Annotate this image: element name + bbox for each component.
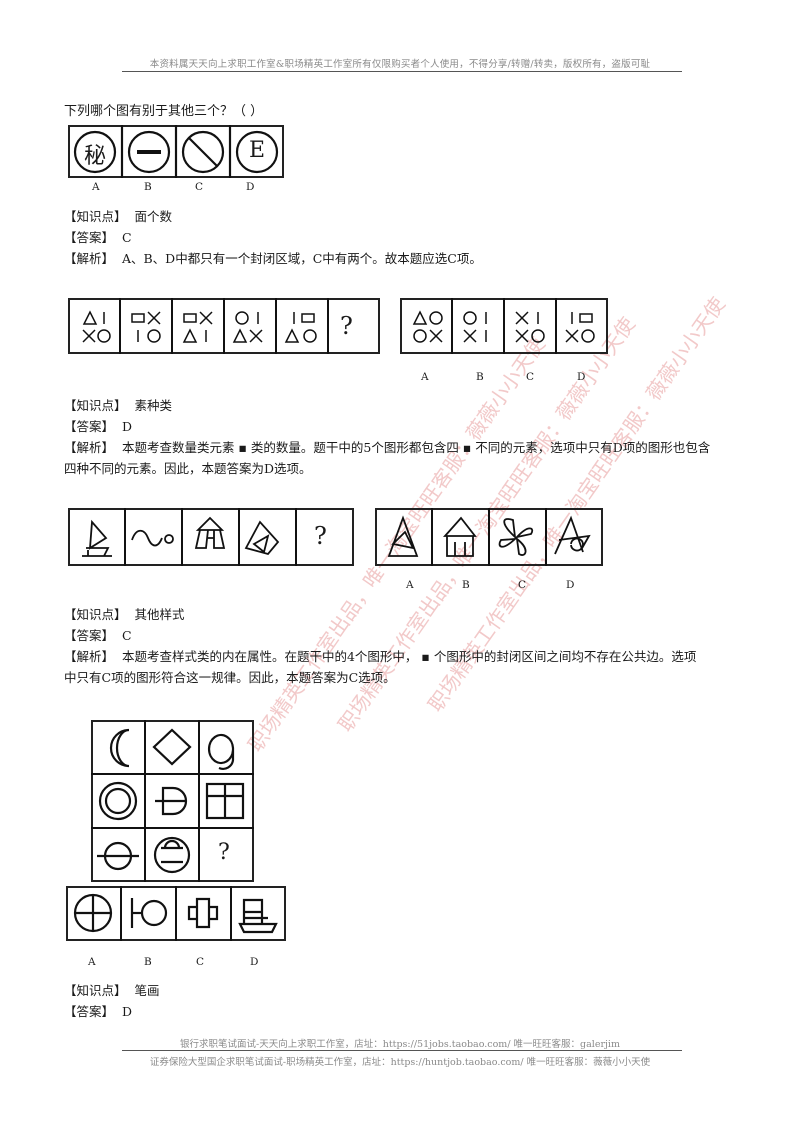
q1-d-char: E [248, 138, 266, 163]
q1-label-a: A [92, 181, 100, 193]
header-rule [122, 71, 682, 72]
q2-answer: 【答案】 D [64, 419, 132, 434]
q4-label-c: C [196, 956, 205, 968]
q3-knowledge: 【知识点】 其他样式 [64, 607, 185, 622]
q1-c-circle [181, 130, 225, 174]
q3-analysis: 【解析】 本题考查样式类的内在属性。在题干中的4个图形中， ▪ 个图形中的封闭区… [64, 649, 697, 664]
footer-rule [122, 1050, 682, 1051]
q3-label-a: A [406, 579, 414, 591]
q4-question-mark: ? [218, 840, 230, 865]
q4-knowledge: 【知识点】 笔画 [64, 983, 160, 998]
q4-label-d: D [250, 956, 259, 968]
q1-b-circle [127, 130, 171, 174]
q4-label-a: A [88, 956, 96, 968]
q2-analysis-cont: 四种不同的元素。因此，本题答案为D选项。 [64, 461, 312, 476]
q3-analysis-cont: 中只有C项的图形符合这一规律。因此，本题答案为C选项。 [64, 670, 396, 685]
header-disclaimer: 本资料属天天向上求职工作室&职场精英工作室所有仅限购买者个人使用，不得分享/转赠… [149, 59, 651, 70]
q1-label-d: D [246, 181, 255, 193]
q1-label-b: B [144, 181, 152, 193]
q3-label-c: C [518, 579, 527, 591]
q2-question-mark: ? [340, 312, 353, 340]
q1-a-circle [73, 130, 117, 174]
q1-knowledge: 【知识点】 面个数 [64, 209, 172, 224]
question-1-text: 下列哪个图有别于其他三个？（ ） [64, 104, 264, 119]
q2-analysis: 【解析】 本题考查数量类元素 ▪ 类的数量。题干中的5个图形都包含四 ▪ 不同的… [64, 440, 711, 455]
q3-question-mark: ? [314, 522, 327, 550]
q1-d-circle [235, 130, 279, 174]
q1-a-char: 秘 [83, 144, 106, 169]
q4-label-b: B [144, 956, 152, 968]
q2-label-a: A [421, 371, 429, 383]
q2-label-b: B [476, 371, 484, 383]
q1-answer: 【答案】 C [64, 230, 132, 245]
q2-label-d: D [577, 371, 586, 383]
footer-line-1: 银行求职笔试面试-天天向上求职工作室，店址：https://51jobs.tao… [180, 1039, 620, 1050]
q2-label-c: C [526, 371, 535, 383]
q1-label-c: C [195, 181, 204, 193]
q3-label-b: B [462, 579, 470, 591]
q3-label-d: D [566, 579, 575, 591]
q2-knowledge: 【知识点】 素种类 [64, 398, 172, 413]
footer-line-2: 证券保险大型国企求职笔试面试-职场精英工作室，店址：https://huntjo… [149, 1057, 651, 1068]
q1-analysis: 【解析】 A、B、D中都只有一个封闭区域，C中有两个。故本题应选C项。 [64, 251, 482, 266]
q4-answer: 【答案】 D [64, 1004, 132, 1019]
q3-answer: 【答案】 C [64, 628, 132, 643]
